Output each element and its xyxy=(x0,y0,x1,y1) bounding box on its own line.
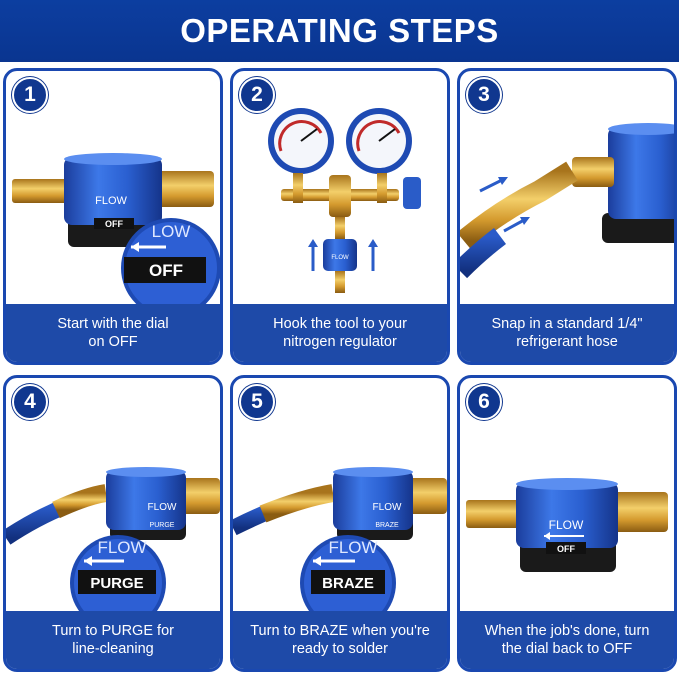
regulator-illustration: FLOW xyxy=(233,71,447,307)
step-number-badge: 6 xyxy=(466,384,502,420)
zoom-flow-label: FLOW xyxy=(97,538,146,557)
caption-line-2: ready to solder xyxy=(292,641,388,657)
valve-braze-illustration: FLOW BRAZE FLOW BRAZE xyxy=(233,378,447,614)
caption-line-1: Turn to PURGE for xyxy=(52,623,174,639)
valve-purge-illustration: FLOW PURGE FLOW PURGE xyxy=(6,378,220,614)
step-number-badge: 1 xyxy=(12,77,48,113)
caption-line-2: nitrogen regulator xyxy=(283,334,397,350)
valve-off-final-illustration: FLOW OFF xyxy=(460,378,674,614)
caption-line-1: Start with the dial xyxy=(57,316,169,332)
body-flow-label: FLOW xyxy=(373,502,402,513)
hose-connect-illustration xyxy=(460,71,674,307)
caption-line-2: refrigerant hose xyxy=(516,334,618,350)
step-caption: Turn to BRAZE when you're ready to solde… xyxy=(233,611,447,669)
zoom-dial-label: PURGE xyxy=(90,575,143,592)
page-title: OPERATING STEPS xyxy=(180,12,499,49)
body-flow-label: FLOW xyxy=(331,255,349,261)
caption-line-1: When the job's done, turn xyxy=(484,623,650,639)
step-number-badge: 5 xyxy=(239,384,275,420)
valve-off-illustration: FLOW OFF LOW OFF xyxy=(6,71,220,307)
step-number-badge: 3 xyxy=(466,77,502,113)
step-caption: Snap in a standard 1/4" refrigerant hose xyxy=(460,304,674,362)
body-off-label: OFF xyxy=(557,544,575,554)
caption-line-1: Turn to BRAZE when you're xyxy=(250,623,430,639)
caption-line-2: line-cleaning xyxy=(72,641,154,657)
step-caption: Start with the dial on OFF xyxy=(6,304,220,362)
body-purge-label: PURGE xyxy=(150,522,175,529)
step-caption: Turn to PURGE for line-cleaning xyxy=(6,611,220,669)
body-flow-label: FLOW xyxy=(148,502,177,513)
step-card-2: 2 FLOW Hook the tool to your xyxy=(230,68,450,365)
caption-line-2: on OFF xyxy=(88,334,138,350)
body-flow-label: FLOW xyxy=(95,195,127,207)
step-card-1: 1 FLOW OFF LOW OFF Start with the dial o… xyxy=(3,68,223,365)
zoom-flow-label: LOW xyxy=(152,222,191,241)
body-flow-label: FLOW xyxy=(549,518,584,532)
zoom-dial-label: BRAZE xyxy=(322,575,374,592)
caption-line-1: Snap in a standard 1/4" xyxy=(491,316,643,332)
step-caption: When the job's done, turn the dial back … xyxy=(460,611,674,669)
step-card-4: 4 FLOW PURGE FLOW PURGE Turn to PURGE fo… xyxy=(3,375,223,672)
caption-line-2: the dial back to OFF xyxy=(501,641,633,657)
step-card-3: 3 Snap in a standard 1/4" refrigerant ho… xyxy=(457,68,677,365)
step-number-badge: 2 xyxy=(239,77,275,113)
body-braze-label: BRAZE xyxy=(375,522,399,529)
step-number-badge: 4 xyxy=(12,384,48,420)
step-caption: Hook the tool to your nitrogen regulator xyxy=(233,304,447,362)
step-card-5: 5 FLOW BRAZE FLOW BRAZE Turn to BRAZE wh… xyxy=(230,375,450,672)
caption-line-1: Hook the tool to your xyxy=(273,316,407,332)
header-banner: OPERATING STEPS xyxy=(0,0,679,62)
step-card-6: 6 FLOW OFF When the job's done, turn the… xyxy=(457,375,677,672)
body-off-label: OFF xyxy=(105,219,123,229)
zoom-dial-label: OFF xyxy=(149,261,183,280)
zoom-flow-label: FLOW xyxy=(328,538,377,557)
